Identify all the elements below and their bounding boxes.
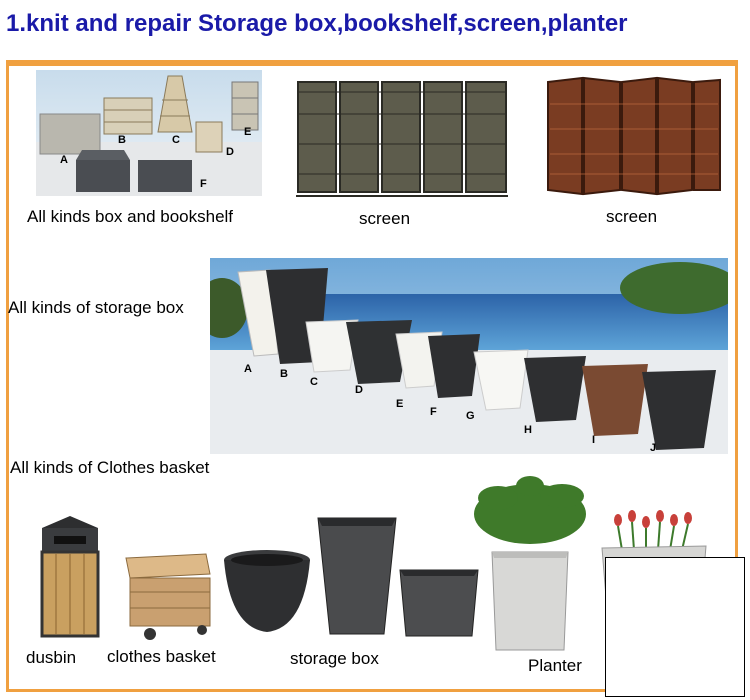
brown-screen-photo (544, 74, 724, 198)
bookshelf-letter: D (226, 146, 234, 158)
dusbin-photo (36, 514, 104, 640)
label-storage-box: storage box (290, 649, 379, 668)
storage-letter: F (430, 406, 437, 418)
page-title: 1.knit and repair Storage box,bookshelf,… (6, 10, 628, 37)
storage-letter: B (280, 368, 288, 380)
storage-letter: J (650, 442, 657, 454)
label-screen-1: screen (359, 209, 411, 228)
box-bookshelf-photo (36, 70, 262, 196)
planter-photo (468, 474, 592, 652)
bookshelf-letter: B (118, 134, 126, 146)
label-planter: Planter (528, 656, 582, 675)
bookshelf-letter: E (244, 126, 252, 138)
round-storage-box-photo (222, 548, 312, 636)
header: 1.knit and repair Storage box,bookshelf,… (0, 0, 750, 56)
square-storage-box-photo (398, 568, 480, 638)
label-dusbin: dusbin (26, 648, 77, 667)
label-storage-box-row: All kinds of storage box (8, 298, 184, 317)
bookshelf-letter: F (200, 178, 207, 190)
label-clothes-basket-row: All kinds of Clothes basket (10, 458, 210, 477)
storage-letter: H (524, 424, 532, 436)
clothes-basket-photo (122, 552, 214, 644)
storage-letter: I (592, 434, 596, 446)
storage-letter: A (244, 363, 252, 375)
storage-box-pool-photo (210, 258, 728, 454)
storage-letter: G (466, 410, 475, 422)
storage-letter: D (355, 384, 363, 396)
label-clothes-basket: clothes basket (107, 647, 216, 666)
label-screen-2: screen (606, 207, 658, 226)
storage-letter: E (396, 398, 404, 410)
tall-storage-box-photo (316, 516, 398, 636)
storage-letter: C (310, 376, 318, 388)
blank-box (605, 557, 745, 697)
label-box-bookshelf: All kinds box and bookshelf (27, 207, 234, 226)
bookshelf-letter: C (172, 134, 180, 146)
dark-screen-photo (296, 74, 514, 200)
bookshelf-letter: A (60, 154, 68, 166)
